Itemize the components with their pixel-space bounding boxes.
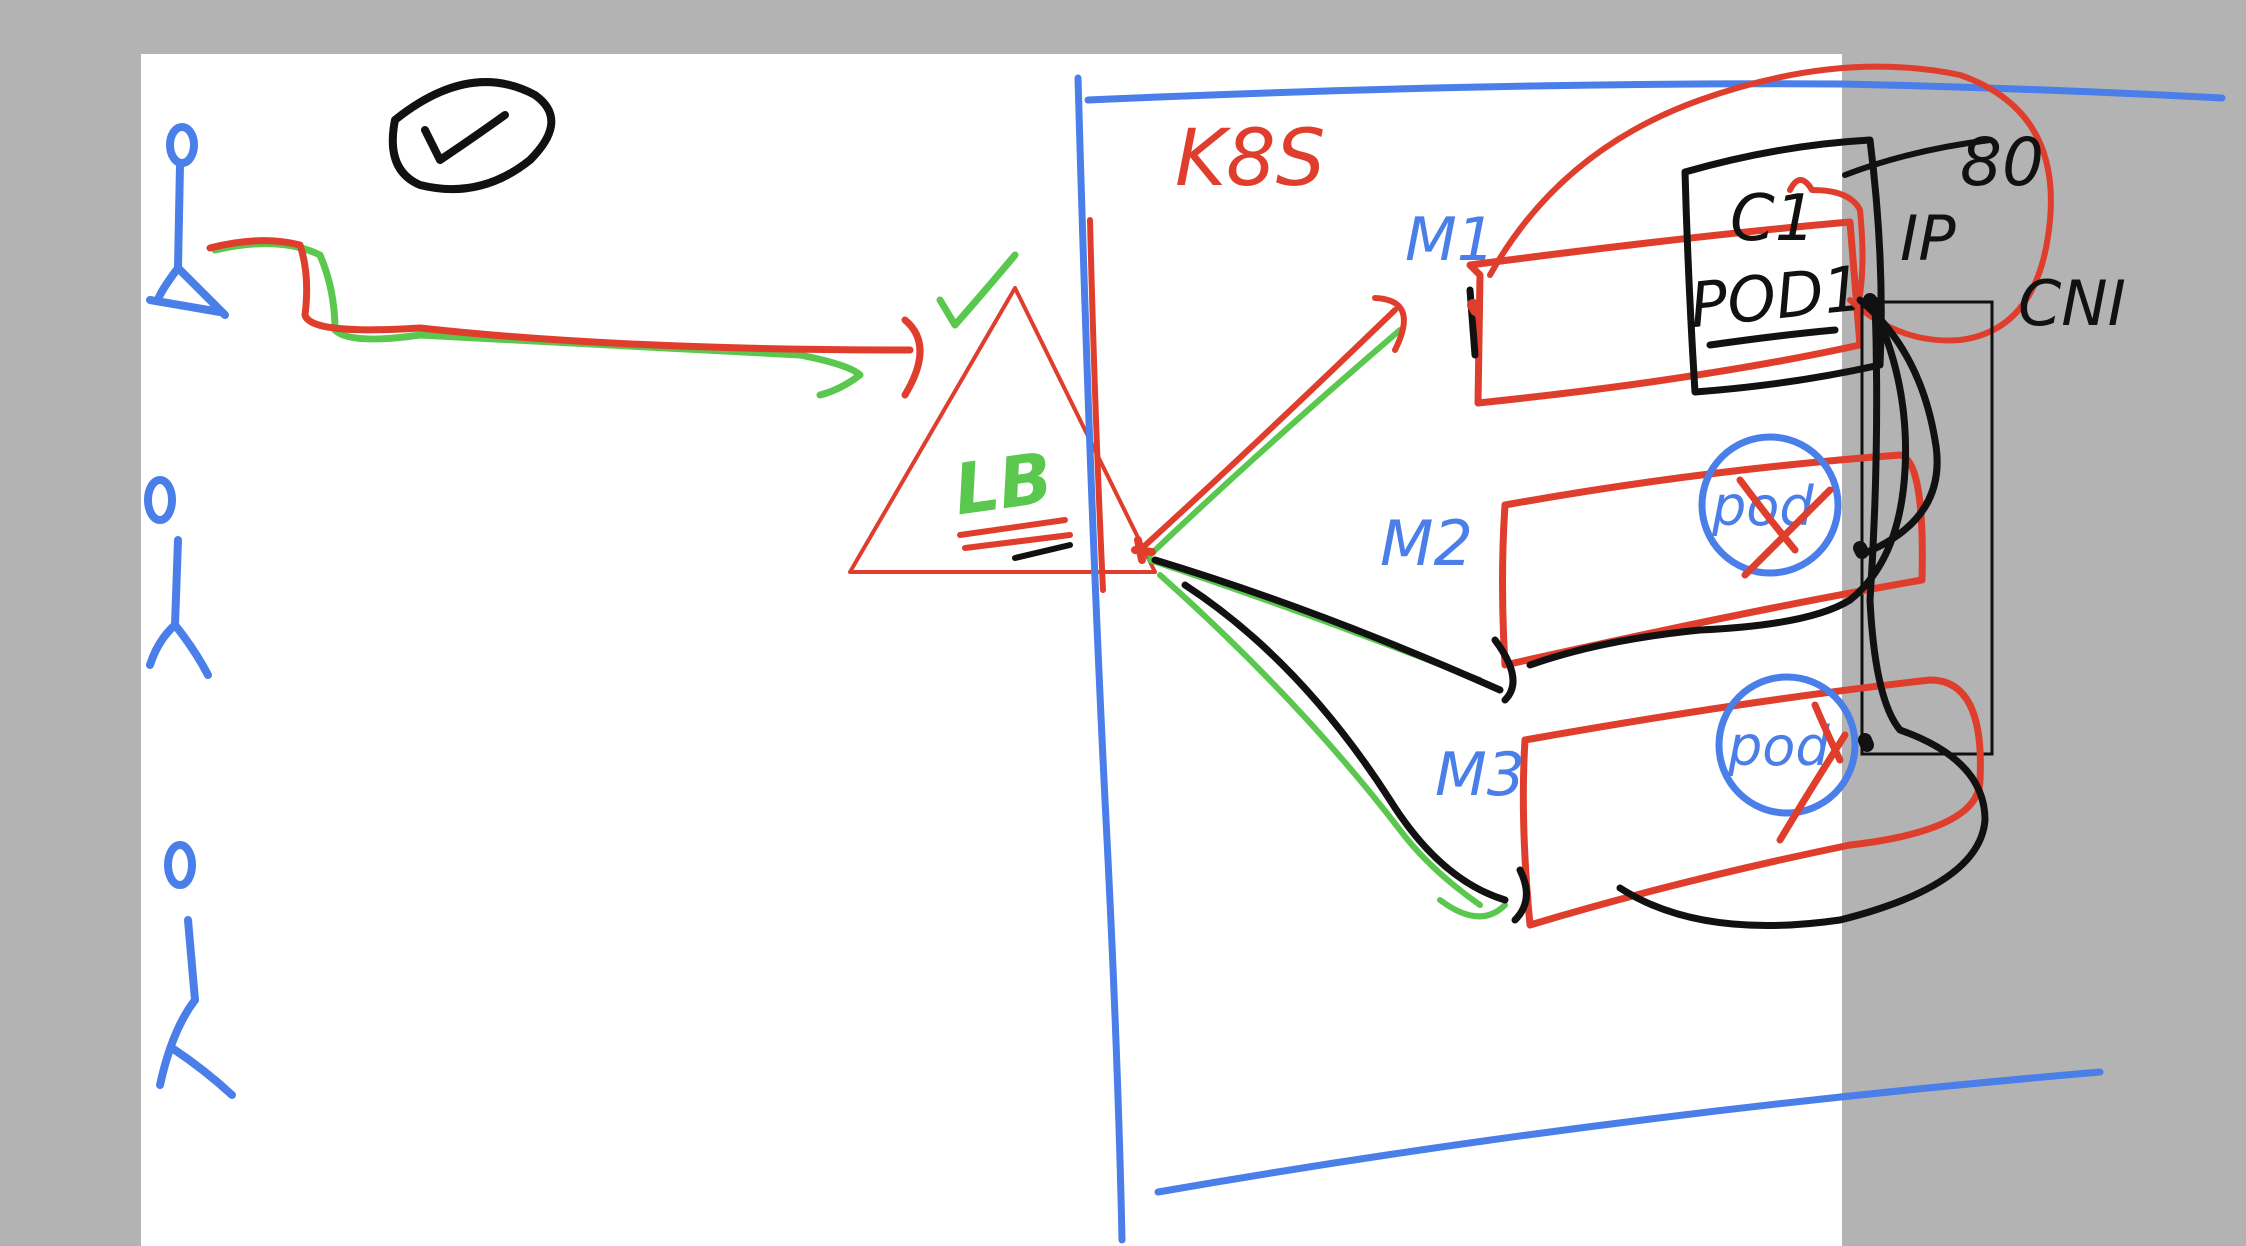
pod2-circle	[1698, 433, 1842, 577]
overlay-m2-to-pod1	[1526, 296, 1910, 669]
ip-label: IP	[1900, 202, 1956, 275]
route-lb-to-m3-black	[1181, 581, 1530, 924]
pod2-cross-icon	[1736, 476, 1834, 579]
request-path-green	[211, 240, 864, 399]
lb-approval-check-icon	[936, 251, 1019, 329]
node-m2-box	[1499, 451, 1926, 669]
lb-exit-red-marker	[1131, 536, 1156, 564]
load-balancer-underline-red	[957, 517, 1073, 551]
overlay-loop-right	[1856, 296, 1941, 559]
check-circle-icon	[388, 78, 556, 194]
route-lb-to-m1-red	[1137, 295, 1407, 553]
pod1-red-dot	[1467, 299, 1482, 316]
user-figure-2	[144, 476, 212, 679]
node-m2-label: M2	[1380, 507, 1473, 580]
pod3-circle	[1715, 673, 1859, 817]
request-path-red	[206, 237, 924, 399]
load-balancer: LB	[848, 251, 1157, 574]
node-m2: M2 pod	[1380, 433, 1926, 669]
load-balancer-label: LB	[949, 437, 1057, 532]
pod3-label: pod	[1727, 715, 1830, 778]
node-m1: M1 C1 POD1	[1405, 136, 1885, 407]
pod1-red-marker	[1787, 177, 1866, 298]
node-m3-label: M3	[1435, 740, 1525, 810]
load-balancer-underline-black	[1012, 542, 1073, 561]
k8s-cluster-label: K8S	[1175, 114, 1325, 204]
node-m1-box	[1466, 218, 1864, 407]
pod1-underline	[1706, 326, 1839, 349]
cni-label: CNI	[2018, 267, 2126, 340]
overlay-m3-to-pod1	[1616, 296, 1989, 929]
k8s-cluster-boundary	[1074, 74, 2226, 1244]
route-lb-to-m2-black	[1151, 556, 1517, 704]
cni-network-box	[1860, 300, 1994, 756]
k8s-inner-red-divider	[1087, 217, 1106, 593]
user-figure-3	[156, 841, 236, 1099]
port-line	[1842, 137, 1993, 178]
user-figure-1	[146, 123, 229, 319]
overlay-link-dots	[1853, 293, 1879, 752]
load-balancer-triangle	[848, 286, 1157, 574]
pod1-container-label: C1	[1730, 182, 1815, 256]
highlight-ellipse-red	[1487, 63, 2054, 344]
port-ip-annotation: 80 IP CNI	[1842, 124, 2126, 340]
pod3-cross-icon	[1776, 701, 1849, 844]
node-m3-box	[1519, 676, 1984, 929]
route-lb-to-m3-green	[1157, 572, 1508, 920]
port-label: 80	[1960, 124, 2044, 201]
pod1-box	[1681, 136, 1885, 396]
node-m1-label: M1	[1405, 205, 1495, 275]
node-m3: M3 pod	[1435, 673, 1984, 929]
route-lb-to-m1-green	[1147, 327, 1403, 558]
